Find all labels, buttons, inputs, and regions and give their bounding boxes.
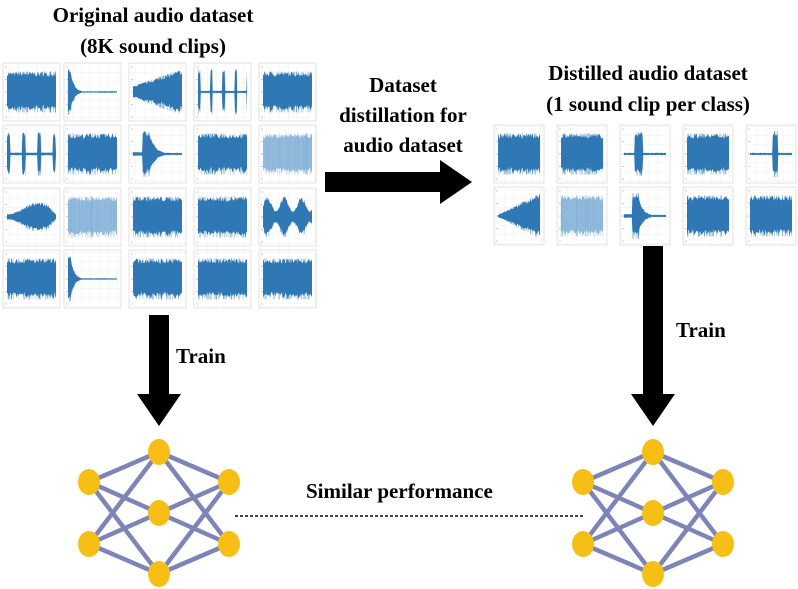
network-node	[148, 439, 170, 465]
distilled-waveform-grid	[493, 124, 797, 246]
network-edge	[88, 541, 160, 577]
waveform-plot-icon	[556, 186, 608, 246]
waveform-plot-icon	[258, 249, 317, 309]
network-node	[148, 561, 170, 587]
original-waveform-grid	[2, 62, 317, 309]
waveform-plot-icon	[556, 124, 608, 184]
network-node	[78, 531, 100, 557]
network-edge	[652, 479, 724, 516]
network-edge	[88, 510, 160, 547]
distillation-label-line1: Dataset	[369, 73, 437, 97]
train-arrow-left	[137, 315, 181, 426]
waveform-plot-icon	[128, 62, 187, 122]
network-edge	[88, 449, 160, 485]
waveform-plot-icon	[63, 124, 122, 184]
network-node	[572, 469, 594, 495]
network-node	[148, 500, 170, 526]
waveform-plot-icon	[193, 62, 252, 122]
network-edge	[158, 541, 230, 577]
waveform-plot-icon	[745, 124, 797, 184]
waveform-plot-icon	[619, 186, 671, 246]
network-node	[712, 531, 734, 557]
neural-network-icon	[78, 439, 240, 587]
waveform-plot-icon	[493, 186, 545, 246]
network-edge	[581, 450, 655, 546]
original-dataset-title-line1: Original audio dataset	[52, 3, 254, 27]
original-dataset-title: Original audio dataset (8K sound clips)	[0, 0, 306, 62]
distilled-dataset-title: Distilled audio dataset (1 sound clip pe…	[498, 58, 798, 120]
waveform-plot-icon	[63, 249, 122, 309]
network-edge	[651, 480, 725, 576]
similar-performance-label: Similar performance	[306, 479, 493, 503]
network-edge	[582, 541, 654, 577]
waveform-plot-icon	[63, 62, 122, 122]
network-edge	[158, 479, 230, 516]
network-edge	[582, 510, 654, 547]
network-node	[642, 500, 664, 526]
train-right-label: Train	[676, 318, 726, 342]
waveform-plot-icon	[128, 124, 187, 184]
distillation-label-line3: audio dataset	[343, 133, 463, 157]
waveform-plot-icon	[682, 186, 734, 246]
distillation-arrow	[325, 160, 472, 204]
network-node	[642, 561, 664, 587]
network-edge	[87, 450, 161, 546]
network-edge	[582, 449, 654, 485]
waveform-plot-icon	[193, 124, 252, 184]
waveform-plot-icon	[619, 124, 671, 184]
waveform-plot-icon	[258, 187, 317, 247]
network-node	[712, 469, 734, 495]
distilled-dataset-title-line1: Distilled audio dataset	[548, 61, 748, 85]
waveform-plot-icon	[2, 124, 61, 184]
distillation-label-line2: distillation for	[339, 103, 467, 127]
network-edge	[157, 480, 231, 576]
waveform-plot-icon	[258, 124, 317, 184]
distilled-dataset-title-line2: (1 sound clip per class)	[546, 92, 750, 116]
waveform-plot-icon	[2, 187, 61, 247]
train-left-label: Train	[176, 344, 226, 368]
network-node	[78, 469, 100, 495]
network-edge	[652, 541, 724, 577]
waveform-plot-icon	[193, 187, 252, 247]
distillation-label: Dataset distillation for audio dataset	[308, 70, 498, 160]
waveform-plot-icon	[128, 249, 187, 309]
waveform-plot-icon	[745, 186, 797, 246]
neural-network-icon	[572, 439, 734, 587]
network-edge	[652, 449, 724, 485]
network-node	[218, 531, 240, 557]
waveform-plot-icon	[682, 124, 734, 184]
network-node	[218, 469, 240, 495]
waveform-plot-icon	[493, 124, 545, 184]
waveform-plot-icon	[193, 249, 252, 309]
original-dataset-title-line2: (8K sound clips)	[80, 34, 226, 58]
train-arrow-right	[631, 246, 675, 426]
waveform-plot-icon	[128, 187, 187, 247]
waveform-plot-icon	[258, 62, 317, 122]
waveform-plot-icon	[2, 62, 61, 122]
network-edge	[158, 449, 230, 485]
network-node	[642, 439, 664, 465]
waveform-plot-icon	[63, 187, 122, 247]
waveform-plot-icon	[2, 249, 61, 309]
network-node	[572, 531, 594, 557]
